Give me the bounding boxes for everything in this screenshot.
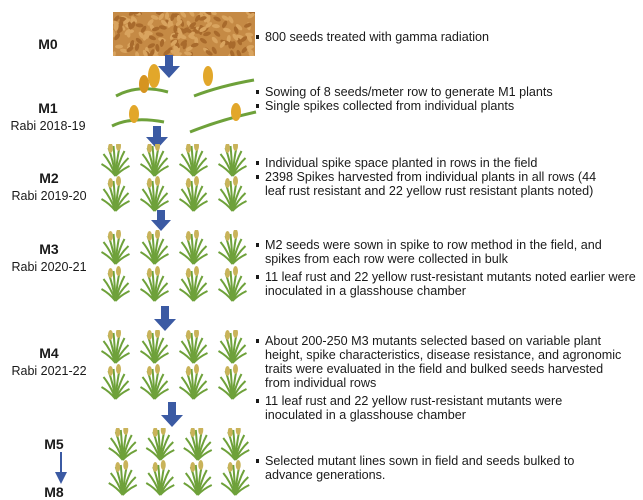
wheat-plant-icon: [219, 364, 247, 399]
wheat-plant-icon: [141, 230, 169, 264]
wheat-plant-icon: [141, 364, 169, 399]
wheat-plant-icon: [219, 230, 247, 264]
description-item: Single spikes collected from individual …: [256, 99, 553, 113]
generation-m2: M2 Rabi 2019-20: [8, 170, 90, 203]
generation-m3: M3 Rabi 2020-21: [8, 241, 90, 274]
wheat-plant-icon: [180, 176, 208, 211]
generation-label: M0: [18, 36, 78, 52]
season-label: Rabi 2019-20: [8, 189, 90, 203]
wheat-plant-icon: [102, 144, 130, 176]
wheat-plant-icon: [102, 266, 130, 301]
m5-m8-plant-rows: [104, 428, 254, 498]
arrow-m4-m5-icon: [161, 402, 183, 428]
generation-label: M1: [8, 100, 88, 116]
generation-label: M2: [8, 170, 90, 186]
wheat-plant-icon: [180, 144, 208, 176]
generation-m1: M1 Rabi 2018-19: [8, 100, 88, 133]
wheat-plant-icon: [180, 266, 208, 301]
wheat-plant-icon: [102, 364, 130, 399]
generation-m4: M4 Rabi 2021-22: [8, 345, 90, 378]
wheat-plant-icon: [184, 428, 212, 460]
m1-wheat-spikes-image: [108, 62, 258, 140]
generation-m0: M0: [18, 36, 78, 52]
season-label: Rabi 2021-22: [8, 364, 90, 378]
description-item: 11 leaf rust and 22 yellow rust-resistan…: [256, 394, 595, 422]
wheat-plant-icon: [221, 460, 249, 495]
m0-description: 800 seeds treated with gamma radiation: [256, 30, 489, 44]
generation-label: M8: [34, 484, 74, 500]
wheat-plant-icon: [219, 330, 247, 363]
wheat-spike-icon: [116, 64, 168, 96]
wheat-plant-icon: [180, 364, 208, 399]
description-item: About 200-250 M3 mutants selected based …: [256, 334, 626, 390]
description-item: 11 leaf rust and 22 yellow rust-resistan…: [256, 270, 636, 298]
generation-m8: M8: [34, 484, 74, 500]
description-item: 800 seeds treated with gamma radiation: [256, 30, 489, 44]
season-label: Rabi 2020-21: [8, 260, 90, 274]
wheat-plant-icon: [180, 230, 208, 264]
m4-description: About 200-250 M3 mutants selected based …: [256, 334, 626, 422]
wheat-plant-icon: [146, 460, 174, 495]
arrow-m3-m4-icon: [154, 306, 176, 332]
wheat-plant-icon: [219, 266, 247, 301]
wheat-spike-icon: [112, 105, 164, 126]
wheat-plant-icon: [221, 428, 249, 460]
wheat-plant-icon: [141, 330, 169, 363]
generation-m5: M5: [34, 436, 74, 452]
wheat-plant-icon: [102, 176, 130, 211]
m2-description: Individual spike space planted in rows i…: [256, 156, 616, 198]
m1-description: Sowing of 8 seeds/meter row to generate …: [256, 85, 553, 113]
wheat-plant-icon: [141, 266, 169, 301]
irradiated-seeds-image: [113, 12, 255, 56]
wheat-plant-icon: [146, 428, 174, 460]
wheat-spike-icon: [190, 103, 256, 132]
wheat-plant-icon: [102, 230, 130, 264]
wheat-plant-icon: [219, 144, 247, 176]
wheat-plant-icon: [180, 330, 208, 363]
generation-label: M4: [8, 345, 90, 361]
wheat-plant-icon: [102, 330, 130, 363]
m3-plant-rows: [96, 230, 252, 304]
m3-description: M2 seeds were sown in spike to row metho…: [256, 238, 636, 298]
description-item: Sowing of 8 seeds/meter row to generate …: [256, 85, 553, 99]
wheat-plant-icon: [141, 176, 169, 211]
generation-label: M3: [8, 241, 90, 257]
wheat-plant-icon: [109, 428, 137, 460]
wheat-plant-icon: [219, 176, 247, 211]
wheat-plant-icon: [141, 144, 169, 176]
wheat-plant-icon: [184, 460, 212, 495]
description-item: 2398 Spikes harvested from individual pl…: [256, 170, 616, 198]
m5-to-m8-arrow-icon: [54, 452, 68, 486]
m2-plant-rows: [96, 144, 252, 214]
description-item: M2 seeds were sown in spike to row metho…: [256, 238, 636, 266]
description-item: Individual spike space planted in rows i…: [256, 156, 616, 170]
wheat-spike-icon: [194, 66, 254, 96]
m5-description: Selected mutant lines sown in field and …: [256, 454, 596, 482]
season-label: Rabi 2018-19: [8, 119, 88, 133]
m4-plant-rows: [96, 330, 252, 402]
wheat-plant-icon: [109, 460, 137, 495]
description-item: Selected mutant lines sown in field and …: [256, 454, 596, 482]
generation-label: M5: [34, 436, 74, 452]
